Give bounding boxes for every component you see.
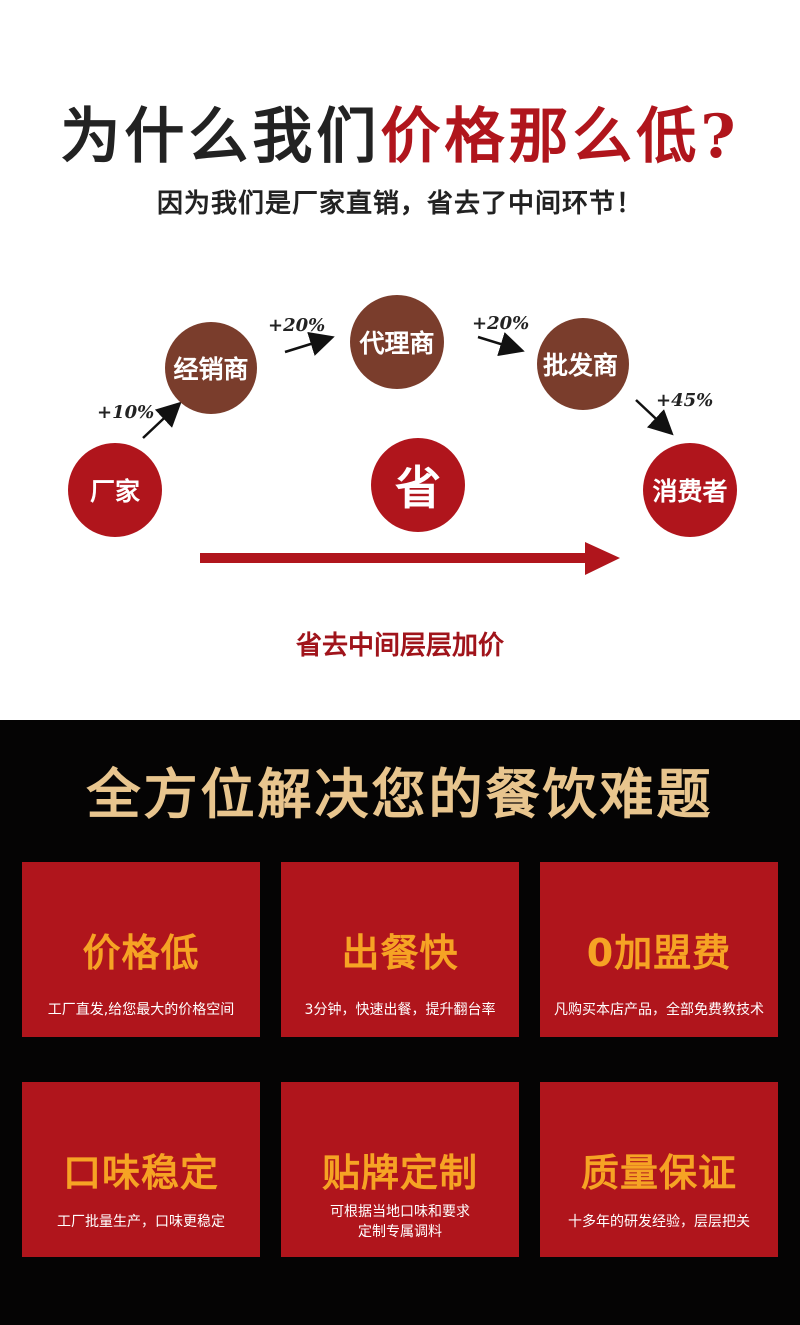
card-fast-serving: 出餐快 3分钟，快速出餐，提升翻台率 bbox=[281, 862, 519, 1037]
card-title: 价格低 bbox=[82, 931, 200, 975]
solutions-title: 全方位解决您的餐饮难题 bbox=[86, 763, 714, 826]
flow-arrows bbox=[142, 332, 674, 575]
card-stable-taste: 口味稳定 工厂批量生产，口味更稳定 bbox=[22, 1082, 260, 1257]
arrow-agent-wholesaler bbox=[477, 332, 525, 357]
markup-factory-dealer: +10% bbox=[97, 402, 155, 423]
card-desc: 工厂批量生产，口味更稳定 bbox=[57, 1214, 225, 1230]
card-quality-guarantee: 质量保证 十多年的研发经验，层层把关 bbox=[540, 1082, 778, 1257]
card-title: 出餐快 bbox=[341, 931, 459, 975]
arrow-dealer-agent bbox=[284, 332, 335, 356]
solutions-section: 全方位解决您的餐饮难题 价格低 工厂直发,给您最大的价格空间 出餐快 3分钟，快… bbox=[0, 720, 800, 1325]
card-desc: 3分钟，快速出餐，提升翻台率 bbox=[304, 1002, 496, 1018]
node-agent: 代理商 bbox=[350, 295, 444, 389]
node-save: 省 bbox=[371, 438, 465, 532]
card-desc: 十多年的研发经验，层层把关 bbox=[568, 1214, 750, 1230]
node-consumer: 消费者 bbox=[643, 443, 737, 537]
card-desc: 工厂直发,给您最大的价格空间 bbox=[47, 1002, 235, 1018]
direct-arrow bbox=[200, 542, 620, 575]
arrow-wholesaler-consumer bbox=[635, 399, 674, 436]
headline-part2: 价格那么低? bbox=[380, 102, 740, 172]
subheadline: 因为我们是厂家直销，省去了中间环节！ bbox=[156, 189, 643, 219]
node-factory: 厂家 bbox=[68, 443, 162, 537]
markup-agent-wholesaler: +20% bbox=[472, 313, 530, 334]
card-low-price: 价格低 工厂直发,给您最大的价格空间 bbox=[22, 862, 260, 1037]
node-dealer: 经销商 bbox=[165, 322, 257, 414]
node-wholesaler: 批发商 bbox=[537, 318, 629, 410]
card-desc: 可根据当地口味和要求 定制专属调料 bbox=[330, 1204, 470, 1240]
card-no-franchise-fee: 0加盟费 凡购买本店产品，全部免费教技术 bbox=[540, 862, 778, 1037]
card-title: 口味稳定 bbox=[62, 1151, 219, 1195]
headline-part1: 为什么我们 bbox=[60, 102, 381, 172]
card-desc: 凡购买本店产品，全部免费教技术 bbox=[554, 1002, 764, 1018]
markup-dealer-agent: +20% bbox=[268, 315, 326, 336]
card-title: 0加盟费 bbox=[586, 931, 732, 975]
headline: 为什么我们价格那么低? bbox=[0, 88, 800, 175]
card-title: 贴牌定制 bbox=[321, 1151, 478, 1195]
caption: 省去中间层层加价 bbox=[295, 631, 504, 661]
price-explanation-section: 为什么我们价格那么低? 因为我们是厂家直销，省去了中间环节！ 经销商 代理商 批… bbox=[0, 88, 800, 661]
card-oem-custom: 贴牌定制 可根据当地口味和要求 定制专属调料 bbox=[281, 1082, 519, 1257]
arrow-factory-dealer bbox=[142, 401, 182, 439]
card-title: 质量保证 bbox=[580, 1151, 737, 1195]
markup-wholesaler-consumer: +45% bbox=[656, 390, 714, 411]
